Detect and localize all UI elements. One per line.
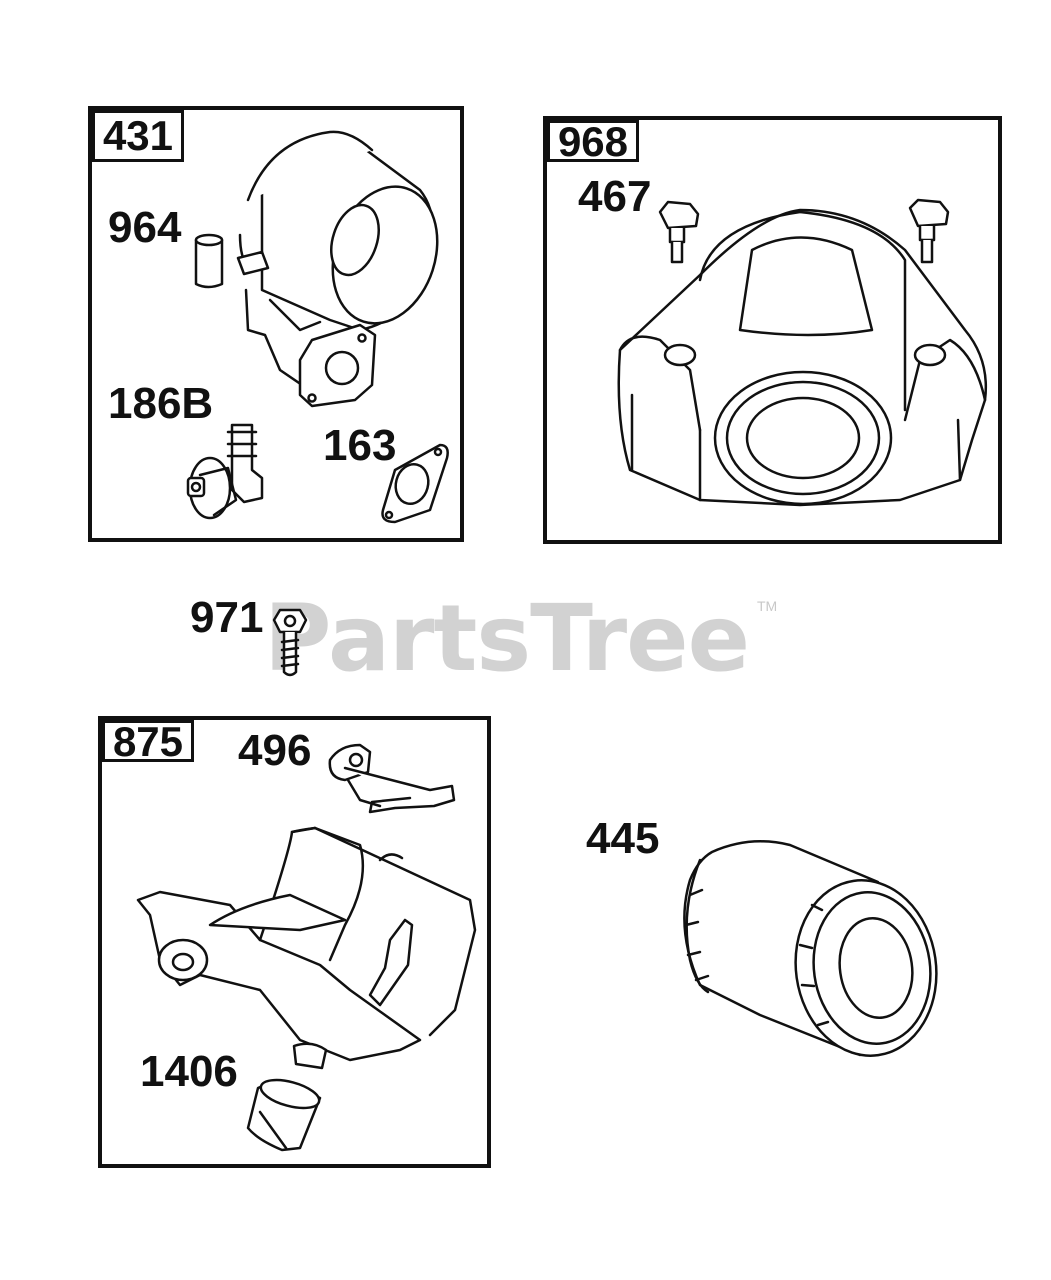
part-496-drawing[interactable]: [328, 743, 456, 814]
group-tag-431: 431: [92, 110, 184, 162]
callout-467[interactable]: 467: [578, 172, 652, 221]
part-445-drawing[interactable]: [683, 840, 947, 1065]
callout-186b[interactable]: 186B: [108, 379, 214, 428]
part-968-drawing[interactable]: [617, 208, 987, 507]
group-tag-875: 875: [102, 720, 194, 763]
callout-163[interactable]: 163: [323, 421, 397, 470]
group-box-431: [88, 106, 464, 542]
callout-964[interactable]: 964: [108, 203, 182, 252]
callout-1406[interactable]: 1406: [140, 1047, 238, 1096]
callout-496[interactable]: 496: [238, 726, 312, 775]
part-186b-drawing[interactable]: [186, 423, 264, 520]
watermark-trademark: TM: [757, 598, 778, 614]
group-box-968: [543, 116, 1002, 544]
part-964-drawing[interactable]: [194, 233, 224, 289]
callout-445[interactable]: 445: [586, 814, 660, 863]
part-971-drawing[interactable]: [272, 608, 308, 677]
part-1406-drawing[interactable]: [246, 1075, 322, 1152]
callout-971[interactable]: 971: [190, 593, 264, 642]
part-875-drawing[interactable]: [136, 826, 477, 1070]
group-tag-968: 968: [547, 120, 639, 163]
part-431-drawing[interactable]: [236, 130, 454, 408]
part-467-drawing[interactable]: [658, 198, 950, 264]
watermark: PartsTree: [264, 585, 750, 692]
part-163-drawing[interactable]: [381, 443, 449, 524]
group-box-875: [98, 716, 491, 1168]
